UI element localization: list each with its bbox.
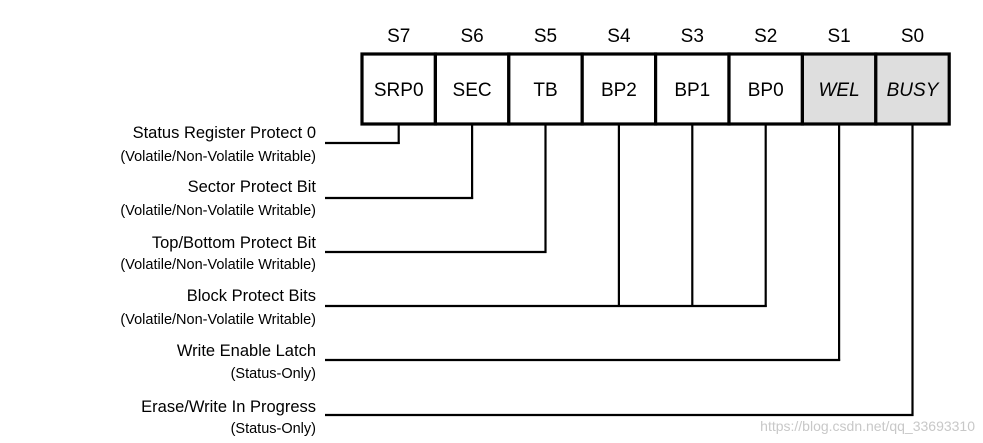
cell-label-wel: WEL: [819, 80, 860, 101]
cell-label-bp1: BP1: [674, 80, 710, 101]
cell-label-sec: SEC: [453, 80, 492, 101]
field-title: Top/Bottom Protect Bit: [152, 234, 317, 252]
bit-label-s6: S6: [460, 26, 483, 47]
field-descriptions: Status Register Protect 0 (Volatile/Non-V…: [120, 124, 316, 437]
register-cell-busy: [874, 52, 951, 126]
cell-label-srp0: SRP0: [374, 80, 424, 101]
bit-number-labels: S7 S6 S5 S4 S3 S2 S1 S0: [387, 26, 924, 47]
field-title: Status Register Protect 0: [133, 124, 316, 142]
watermark-text: https://blog.csdn.net/qq_33693310: [760, 418, 975, 434]
connector-lines: [325, 124, 914, 417]
bit-label-s4: S4: [607, 26, 631, 47]
field-subtitle: (Volatile/Non-Volatile Writable): [120, 312, 316, 328]
field-subtitle: (Volatile/Non-Volatile Writable): [120, 257, 316, 273]
bit-label-s7: S7: [387, 26, 410, 47]
cell-label-bp2: BP2: [601, 80, 637, 101]
field-title: Write Enable Latch: [177, 342, 316, 360]
field-title: Block Protect Bits: [187, 287, 316, 305]
field-title: Erase/Write In Progress: [141, 398, 316, 416]
bit-label-s1: S1: [827, 26, 850, 47]
field-subtitle: (Volatile/Non-Volatile Writable): [120, 149, 316, 165]
field-subtitle: (Volatile/Non-Volatile Writable): [120, 203, 316, 219]
bit-label-s2: S2: [754, 26, 777, 47]
bit-label-s3: S3: [681, 26, 704, 47]
field-subtitle: (Status-Only): [231, 366, 316, 382]
register-cells: SRP0 SEC TB BP2 BP1 BP0 WEL BUSY: [360, 52, 951, 126]
register-cell-bp0: [727, 52, 805, 126]
cell-label-bp0: BP0: [748, 80, 784, 101]
cell-label-busy: BUSY: [887, 80, 940, 101]
field-subtitle: (Status-Only): [231, 421, 316, 437]
cell-label-tb: TB: [533, 80, 557, 101]
bit-label-s0: S0: [901, 26, 924, 47]
field-title: Sector Protect Bit: [188, 178, 317, 196]
bit-label-s5: S5: [534, 26, 557, 47]
